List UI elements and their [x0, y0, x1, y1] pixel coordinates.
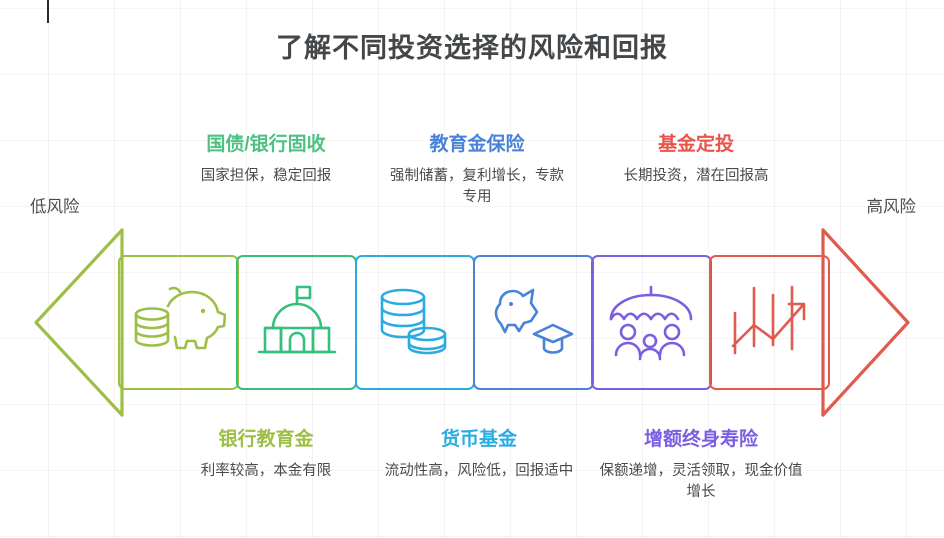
rising-chart-icon — [731, 285, 805, 354]
page-title: 了解不同投资选择的风险和回报 — [276, 33, 668, 63]
annotation-desc: 国家担保，稳定回报 — [200, 167, 332, 184]
annotation-title: 教育金保险 — [429, 134, 525, 155]
investment-box-1[interactable] — [118, 255, 239, 390]
investment-box-3[interactable] — [354, 255, 476, 390]
coin-stack-icon — [380, 288, 447, 354]
annotation-top-2: 教育金保险 强制储蓄，复利增长，专款专用 — [384, 133, 570, 208]
annotation-top-1: 国债/银行固收 国家担保，稳定回报 — [148, 133, 384, 187]
annotation-title: 基金定投 — [657, 134, 734, 155]
annotation-desc: 利率较高，本金有限 — [200, 462, 332, 479]
piggy-graduation-cap-icon — [494, 288, 574, 354]
low-risk-arrow-icon — [34, 228, 124, 417]
high-risk-arrow-icon — [821, 228, 910, 417]
risk-spectrum-bar — [0, 225, 944, 420]
investment-box-2[interactable] — [236, 255, 357, 390]
annotation-desc: 保额递增，灵活领取，现金价值增长 — [599, 462, 803, 500]
investment-box-6[interactable] — [709, 255, 830, 390]
low-risk-label: 低风险 — [30, 198, 80, 216]
annotation-desc: 长期投资，潜在回报高 — [623, 167, 769, 184]
annotation-title: 国债/银行固收 — [206, 134, 326, 155]
family-umbrella-icon — [610, 285, 693, 360]
annotation-title: 货币基金 — [440, 429, 517, 450]
annotation-desc: 强制储蓄，复利增长，专款专用 — [390, 167, 564, 205]
investment-box-5[interactable] — [591, 255, 712, 390]
investment-box-row — [118, 255, 830, 390]
annotation-bottom-1: 银行教育金 利率较高，本金有限 — [148, 428, 384, 482]
annotation-title: 增额终身寿险 — [643, 429, 758, 450]
annotation-top-3: 基金定投 长期投资，潜在回报高 — [596, 133, 796, 187]
annotation-desc: 流动性高，风险低，回报适中 — [384, 462, 574, 479]
annotation-bottom-3: 增额终身寿险 保额递增，灵活领取，现金价值增长 — [594, 428, 808, 503]
annotation-title: 银行教育金 — [218, 429, 314, 450]
piggy-bank-coins-icon — [135, 286, 227, 349]
investment-box-4[interactable] — [472, 255, 594, 390]
bank-building-icon — [257, 285, 336, 353]
text-cursor — [47, 0, 49, 23]
annotation-bottom-2: 货币基金 流动性高，风险低，回报适中 — [372, 428, 586, 482]
high-risk-label: 高风险 — [866, 198, 917, 216]
